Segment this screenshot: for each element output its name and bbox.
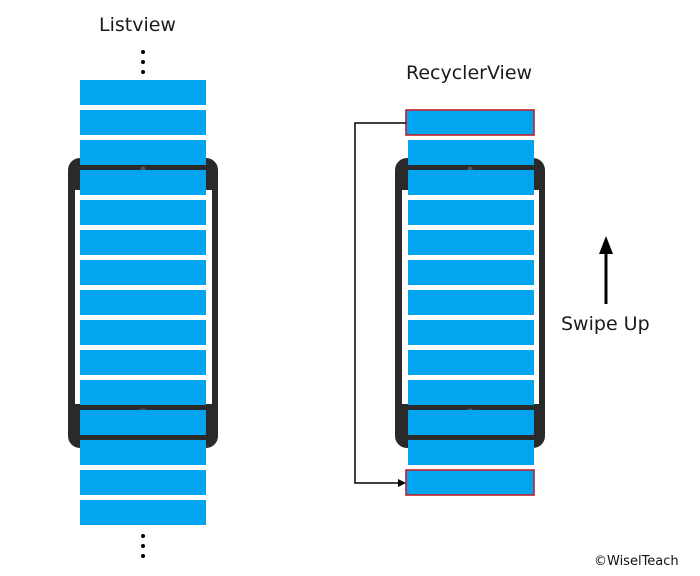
recyclerview-group <box>354 109 545 496</box>
listview-item <box>80 110 206 135</box>
listview-item <box>80 500 206 525</box>
listview-item <box>80 80 206 105</box>
recyclerview-items <box>408 140 534 465</box>
recyclerview-item <box>408 440 534 465</box>
listview-item <box>80 410 206 435</box>
listview-item <box>80 440 206 465</box>
recyclerview-item <box>408 320 534 345</box>
listview-group <box>68 50 218 558</box>
listview-item <box>80 200 206 225</box>
recyclerview-item <box>408 170 534 195</box>
recycled-item-bottom <box>405 469 535 496</box>
listview-item <box>80 350 206 375</box>
swipe-up-label: Swipe Up <box>561 313 650 335</box>
recyclerview-item <box>408 260 534 285</box>
recyclerview-item <box>408 200 534 225</box>
arrow-right-icon <box>398 479 406 487</box>
ellipsis-vertical-icon <box>141 534 145 558</box>
recyclerview-title: RecyclerView <box>406 62 533 84</box>
listview-item <box>80 380 206 405</box>
recycled-item-top <box>405 109 535 136</box>
recyclerview-item <box>408 380 534 405</box>
listview-item <box>80 470 206 495</box>
recyclerview-item <box>408 140 534 165</box>
ellipsis-vertical-icon <box>141 50 145 74</box>
listview-item <box>80 170 206 195</box>
recyclerview-item <box>408 410 534 435</box>
recycle-connector <box>354 122 406 487</box>
listview-item <box>80 230 206 255</box>
listview-items <box>80 80 206 525</box>
listview-item <box>80 320 206 345</box>
copyright-credit: ©WiselTeach <box>594 554 679 569</box>
listview-item <box>80 140 206 165</box>
recyclerview-item <box>408 290 534 315</box>
listview-item <box>80 290 206 315</box>
listview-title: Listview <box>99 14 176 36</box>
recyclerview-item <box>408 230 534 255</box>
listview-item <box>80 260 206 285</box>
arrow-up-icon <box>599 236 613 304</box>
recyclerview-item <box>408 350 534 375</box>
